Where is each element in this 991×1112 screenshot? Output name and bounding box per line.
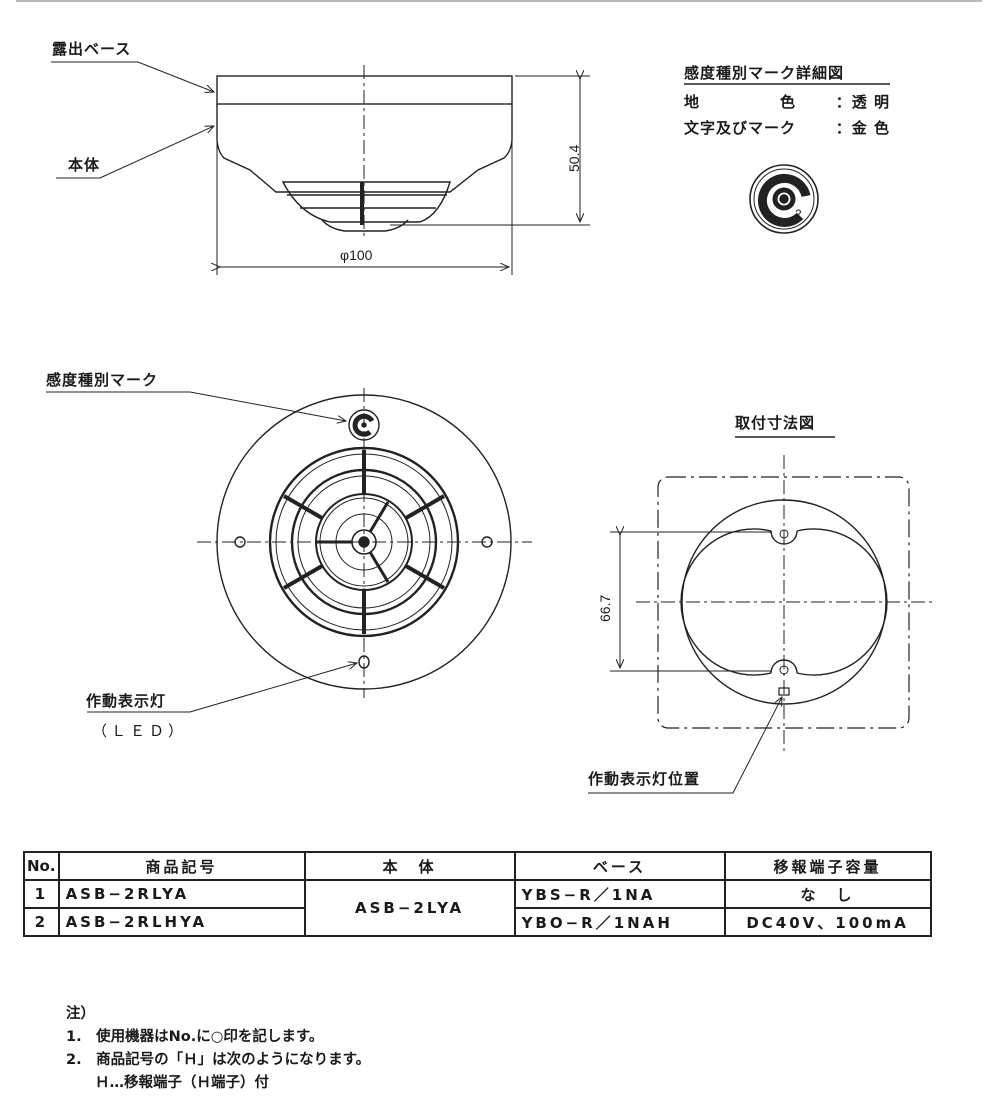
cell-base: YBS−R／1NA [513,879,726,909]
label-operation-indicator: 作動表示灯 [86,692,167,710]
header-base: ベース [513,851,726,881]
mounting-view-outline [588,436,933,794]
header-body: 本 体 [303,851,516,881]
table-row: 1 ASB−2RLYA ASB−2LYA YBS−R／1NA な し [23,879,932,937]
cell-no: 2 [23,907,60,937]
mark-detail-title: 感度種別マーク詳細図 [684,64,845,82]
front-view-outline [46,388,532,713]
cell-product: ASB−2RLYA [57,879,306,909]
mark-detail-key: 文字及びマーク [684,119,797,137]
label-sensitivity-mark: 感度種別マーク [46,371,159,389]
mounting-title: 取付寸法図 [735,414,816,432]
sensitivity-mark-icon [749,164,819,234]
notes: 注） 1. 使用機器はNo.に○印を記します。 2. 商品記号の「Ｈ」は次のよう… [66,1003,370,1095]
cell-no: 1 [23,879,60,909]
mark-detail-value: ：金 色 [836,117,890,138]
notes-title: 注） [66,1006,95,1022]
cell-body: ASB−2LYA [303,879,516,937]
cell-capacity: な し [723,879,932,909]
header-product: 商品記号 [57,851,306,881]
side-view-outline [51,61,590,275]
value: 金 色 [851,119,890,137]
note-item: 2. 商品記号の「Ｈ」は次のようになります。 [66,1052,371,1068]
table-header-row: No. 商品記号 本 体 ベース 移報端子容量 [23,851,932,881]
top-border [16,0,982,2]
dim-height: 50.4 [566,144,582,172]
note-item: Ｈ…移報端子（Ｈ端子）付 [66,1075,269,1091]
value: 透 明 [851,93,890,111]
label-led: （ＬＥＤ） [92,722,188,740]
cell-product: ASB−2RLHYA [57,907,306,937]
spec-table: No. 商品記号 本 体 ベース 移報端子容量 1 ASB−2RLYA ASB−… [23,851,932,937]
separator: ： [835,93,852,111]
note-item: 1. 使用機器はNo.に○印を記します。 [66,1029,324,1045]
cell-capacity: DC40V、100mA [723,907,932,937]
mark-detail-key: 地 色 [684,93,797,111]
dim-pitch: 66.7 [597,594,613,622]
mark-detail-value: ：透 明 [836,91,890,112]
header-no: No. [23,851,60,881]
separator: ： [835,119,852,137]
cell-base: YBO−R／1NAH [513,907,726,937]
mark-number: 2 [795,207,802,221]
table-row: 2 ASB−2RLHYA YBO−R／1NAH DC40V、100mA [23,907,932,937]
label-body: 本体 [68,156,101,174]
header-capacity: 移報端子容量 [723,851,932,881]
label-exposed-base: 露出ベース [52,40,132,58]
label-indicator-position: 作動表示灯位置 [588,770,701,788]
dim-diameter: φ100 [340,247,373,263]
